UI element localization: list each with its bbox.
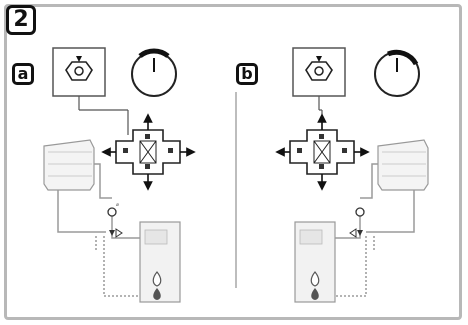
panel-a-badge: a — [12, 63, 34, 85]
rotary-dial-b — [374, 49, 420, 97]
panel-b — [275, 47, 429, 303]
mixing-valve-a — [101, 113, 196, 191]
valve-knob-detail-b — [292, 47, 346, 135]
instruction-frame — [4, 4, 462, 320]
mixing-valve-b — [275, 113, 370, 191]
radiator-a — [43, 139, 95, 191]
boiler-a — [139, 221, 181, 303]
dashed-lines-b — [332, 236, 375, 297]
boiler-b — [294, 221, 336, 303]
valve-knob-detail-a — [52, 47, 129, 135]
radiator-b — [377, 139, 429, 191]
pump-valve-b — [349, 207, 365, 238]
panel-divider — [235, 92, 237, 288]
panel-b-badge: b — [236, 63, 258, 85]
svg-text:⌀: ⌀ — [116, 202, 119, 208]
pipes-a — [57, 163, 145, 239]
step-number-badge: 2 — [6, 5, 36, 35]
dashed-lines-a — [95, 236, 141, 297]
rotary-dial-a — [131, 48, 177, 97]
pump-valve-a: ⌀ — [107, 202, 123, 238]
pipes-b — [335, 163, 415, 239]
panel-a: ⌀ — [43, 47, 196, 303]
